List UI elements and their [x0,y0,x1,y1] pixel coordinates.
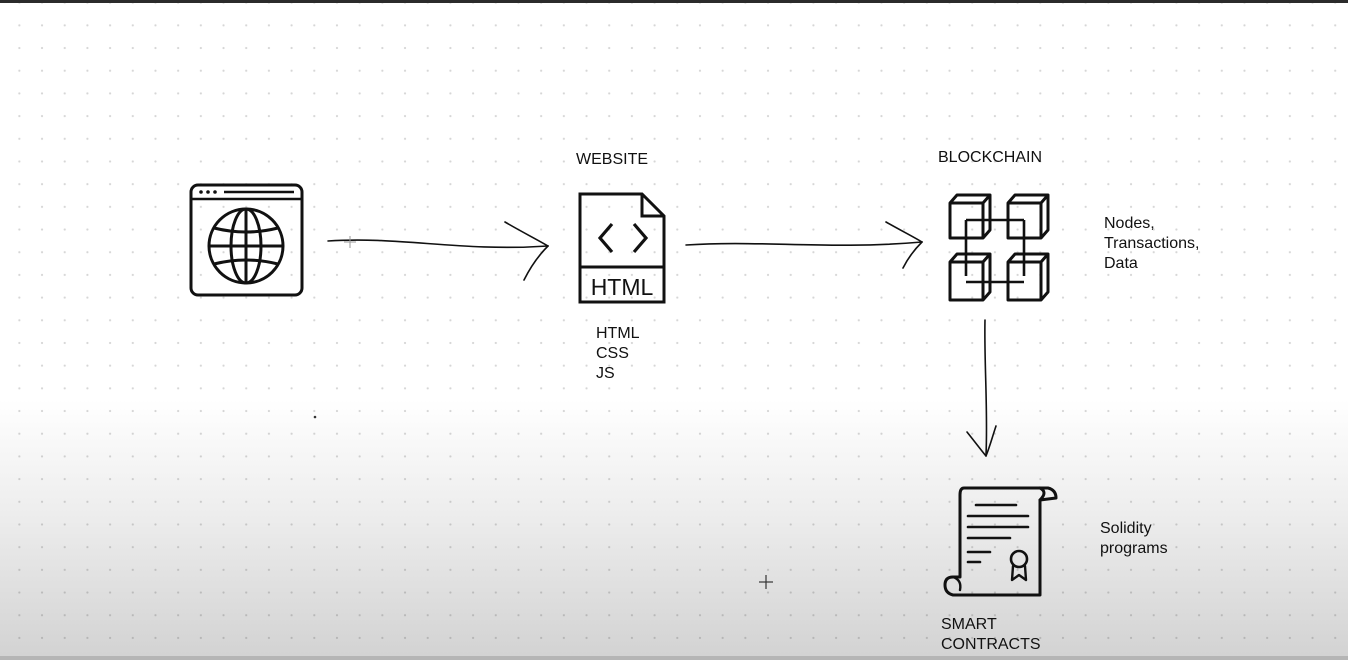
stack-item: JS [596,365,615,382]
html-file-icon [578,192,666,304]
blockchain-note-line: Nodes, [1104,215,1155,232]
blockchain-title: BLOCKCHAIN [938,149,1043,166]
website-stack-list: HTML CSS JS [596,324,640,384]
contract-scroll-icon [943,486,1058,597]
arrow-browser-to-website [327,221,549,281]
browser-globe-icon [189,183,304,297]
html-file-badge: HTML [591,274,654,300]
contracts-title-line: CONTRACTS [941,636,1041,653]
window-bottom-edge [0,656,1348,660]
contracts-title-line: SMART [941,616,997,633]
blockchain-note-line: Data [1104,255,1138,272]
website-title: WEBSITE [576,151,649,168]
blockchain-cubes-icon [948,193,1050,302]
stray-dot [313,415,317,419]
arrow-blockchain-to-contracts [966,319,997,457]
blockchain-note-line: Transactions, [1104,235,1200,252]
contracts-note-line: Solidity [1100,520,1152,537]
crosshair-cursor-icon [759,575,773,589]
smart-contracts-notes: Solidity programs [1100,519,1168,559]
smart-contracts-title: SMART CONTRACTS [941,615,1041,655]
stack-item: CSS [596,345,629,362]
faint-cursor-mark [344,236,356,248]
blockchain-notes: Nodes, Transactions, Data [1104,214,1199,274]
window-top-edge [0,0,1348,3]
arrow-website-to-blockchain [685,221,923,269]
contracts-note-line: programs [1100,540,1168,557]
stack-item: HTML [596,325,640,342]
